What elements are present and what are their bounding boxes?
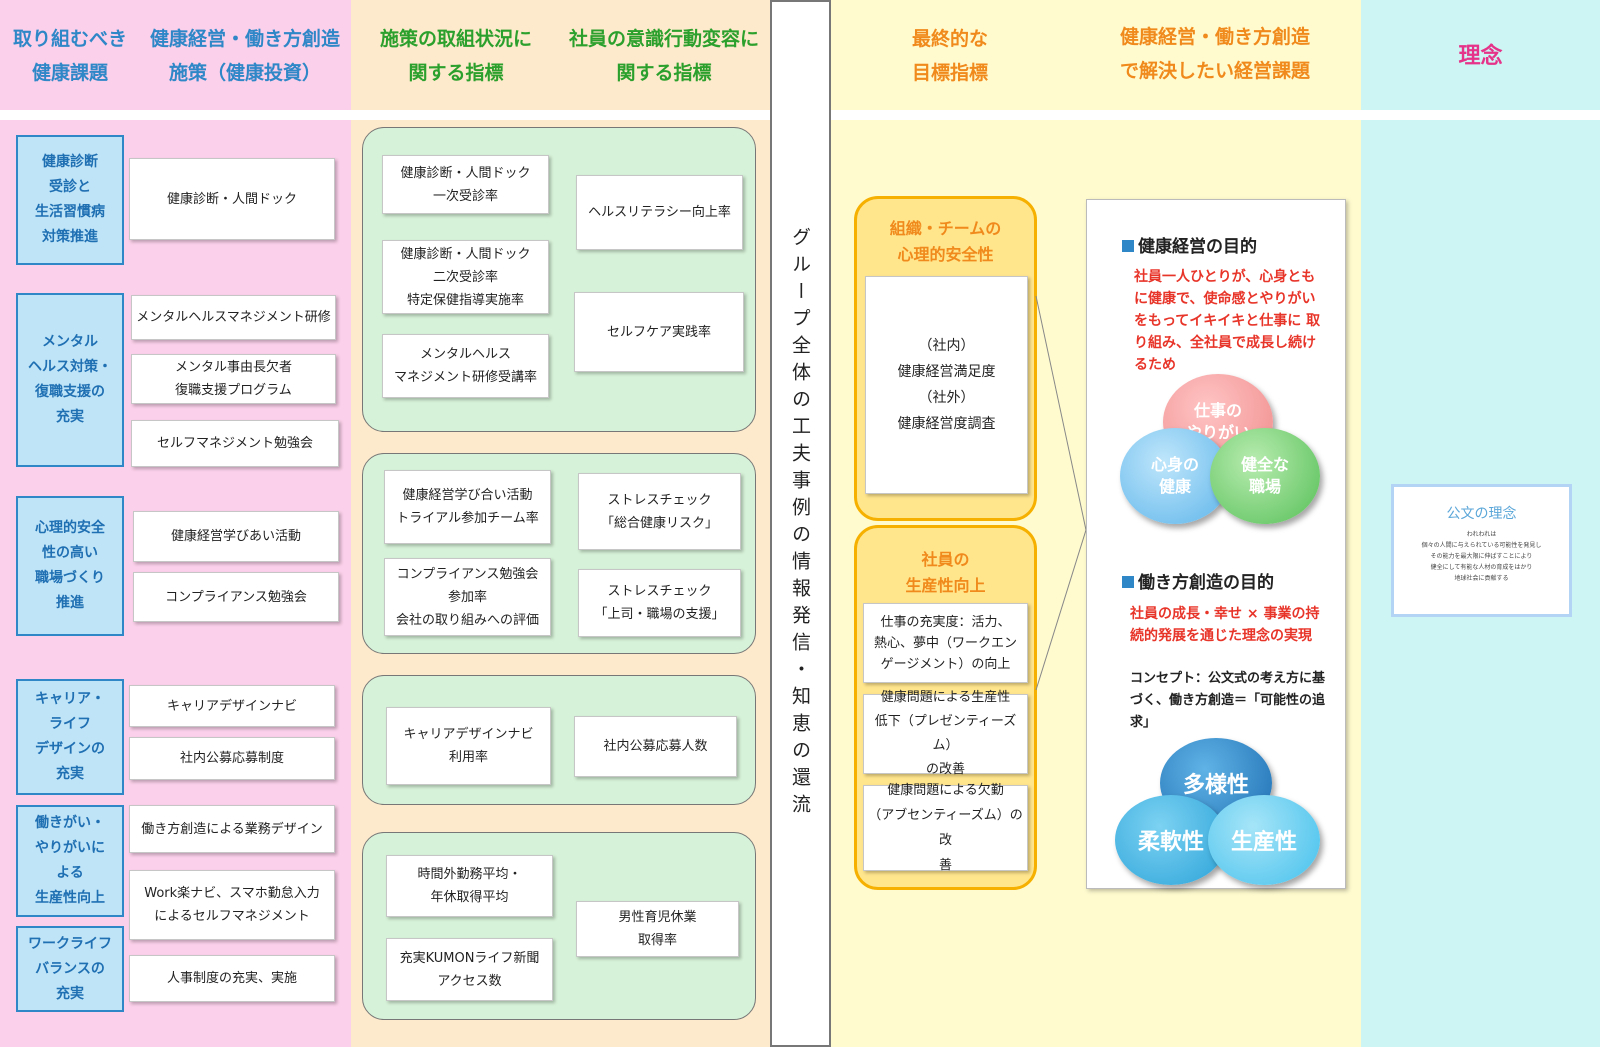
status-news-access: 充実KUMONライフ新聞 アクセス数 xyxy=(386,938,553,1001)
goal-group-psych-safety-title: 組織・チームの 心理的安全性 xyxy=(889,219,1002,264)
goal-satisfaction-box: （社内） 健康経営満足度 （社外） 健康経営度調査 xyxy=(865,276,1028,494)
goal-presenteeism-box: 健康問題による生産性 低下（プレゼンティーズム） の改善 xyxy=(863,690,1028,777)
measure-work-design: 働き方創造による業務デザイン xyxy=(129,805,335,853)
issue-health-checkup: 健康診断 受診と 生活習慣病 対策推進 xyxy=(16,135,124,265)
measure-internal-recruit: 社内公募応募制度 xyxy=(129,737,335,780)
status-compliance-rate: コンプライアンス勉強会 参加率 会社の取り組みへの評価 xyxy=(384,558,551,636)
group-sharing-banner: グループ全体の工夫事例の情報発信・知恵の還流 xyxy=(770,0,831,1047)
awareness-self-care: セルフケア実践率 xyxy=(574,292,744,372)
awareness-paternity-leave: 男性育児休業 取得率 xyxy=(576,901,739,957)
status-mental-training-rate: メンタルヘルス マネジメント研修受講率 xyxy=(382,334,549,398)
philosophy-card-line-4: 健全にして有能な人材の育成をはかり xyxy=(1430,564,1533,571)
awareness-stress-risk: ストレスチェック 「総合健康リスク」 xyxy=(578,473,741,550)
header-health-issues: 取り組むべき 健康課題 xyxy=(12,28,127,84)
concept-text: コンセプト：公文式の考え方に基づく、働き方創造＝「可能性の追求」 xyxy=(1130,671,1326,730)
goal-engagement-box: 仕事の充実度：活力、 熱心、夢中（ワークエン ゲージメント）の向上 xyxy=(863,603,1028,683)
header-divider xyxy=(0,110,770,120)
circle-productivity: 生産性 xyxy=(1208,795,1320,885)
header-philosophy: 理念 xyxy=(1458,44,1503,69)
philosophy-card-line-1: われわれは xyxy=(1466,531,1497,538)
measure-return-program: メンタル事由長欠者 復職支援プログラム xyxy=(131,354,336,404)
awareness-stress-support: ストレスチェック 「上司・職場の支援」 xyxy=(578,569,741,637)
blue-square-icon-2 xyxy=(1122,576,1134,588)
header-awareness: 社員の意識行動変容に 関する指標 xyxy=(568,28,759,84)
issue-career-life: キャリア・ ライフ デザインの 充実 xyxy=(16,679,124,795)
status-learning-rate: 健康経営学び合い活動 トライアル参加チーム率 xyxy=(384,470,551,544)
measure-career-navi: キャリアデザインナビ xyxy=(129,685,335,727)
status-second-exam-rate: 健康診断・人間ドック 二次受診率 特定保健指導実施率 xyxy=(382,240,549,314)
header-final-goal: 最終的な 目標指標 xyxy=(911,28,988,84)
status-first-exam-rate: 健康診断・人間ドック 一次受診率 xyxy=(382,155,549,214)
measure-worknavi: Work楽ナビ、スマホ勤怠入力 によるセルフマネジメント xyxy=(129,870,335,940)
header-business-issue: 健康経営・働き方創造 で解決したい経営課題 xyxy=(1119,26,1310,82)
work-purpose-text: 社員の成長・幸せ × 事業の持続的発展を通じた理念の実現 xyxy=(1130,606,1320,644)
philosophy-card-line-2: 個々の人間に与えられている可能性を発見し xyxy=(1421,542,1542,549)
issue-productivity: 働きがい・ やりがいに よる 生産性向上 xyxy=(16,805,124,917)
issue-work-life-balance: ワークライフ バランスの 充実 xyxy=(16,926,124,1012)
awareness-health-literacy: ヘルスリテラシー向上率 xyxy=(576,175,743,250)
measure-hr-system: 人事制度の充実、実施 xyxy=(129,955,335,1002)
goal-absenteeism-box: 健康問題による欠勤 （アブセンティーズム）の改 善 xyxy=(863,783,1028,873)
circle-healthy-workplace: 健全な 職場 xyxy=(1210,428,1320,524)
measure-health-checkup: 健康診断・人間ドック xyxy=(129,158,335,240)
measure-compliance: コンプライアンス勉強会 xyxy=(133,572,339,622)
status-career-navi-rate: キャリアデザインナビ 利用率 xyxy=(386,707,551,785)
blue-square-icon xyxy=(1122,240,1134,252)
philosophy-card-line-3: その能力を最大限に伸ばすことにより xyxy=(1430,553,1533,560)
goal-group-productivity-title: 社員の 生産性向上 xyxy=(905,550,986,595)
group-sharing-text: グループ全体の工夫事例の情報発信・知恵の還流 xyxy=(789,226,811,821)
philosophy-card-title: 公文の理念 xyxy=(1446,506,1517,522)
philosophy-card: 公文の理念 われわれは 個々の人間に与えられている可能性を発見し その能力を最大… xyxy=(1391,484,1572,617)
philosophy-card-line-5: 地球社会に貢献する xyxy=(1454,575,1509,582)
awareness-internal-applicants: 社内公募応募人数 xyxy=(574,716,737,777)
health-purpose-title: 健康経営の目的 xyxy=(1122,232,1332,257)
work-purpose-title: 働き方創造の目的 xyxy=(1122,568,1332,593)
header-measure-status: 施策の取組状況に 関する指標 xyxy=(379,28,532,84)
status-overtime-leave: 時間外勤務平均・ 年休取得平均 xyxy=(386,855,553,917)
issue-psych-safety: 心理的安全 性の高い 職場づくり 推進 xyxy=(16,496,124,636)
measure-mental-training: メンタルヘルスマネジメント研修 xyxy=(131,295,336,340)
health-purpose-text: 社員一人ひとりが、心身ともに健康で、使命感とやりがいをもってイキイキと仕事に 取… xyxy=(1134,269,1321,373)
issue-mental-health: メンタル ヘルス対策・ 復職支援の 充実 xyxy=(16,293,124,467)
header-divider-right xyxy=(831,110,1600,120)
goal-connector-lines xyxy=(1035,295,1087,691)
header-measures: 健康経営・働き方創造 施策（健康投資） xyxy=(149,28,340,84)
measure-self-management: セルフマネジメント勉強会 xyxy=(131,420,339,467)
measure-learning-activity: 健康経営学びあい活動 xyxy=(133,511,339,562)
